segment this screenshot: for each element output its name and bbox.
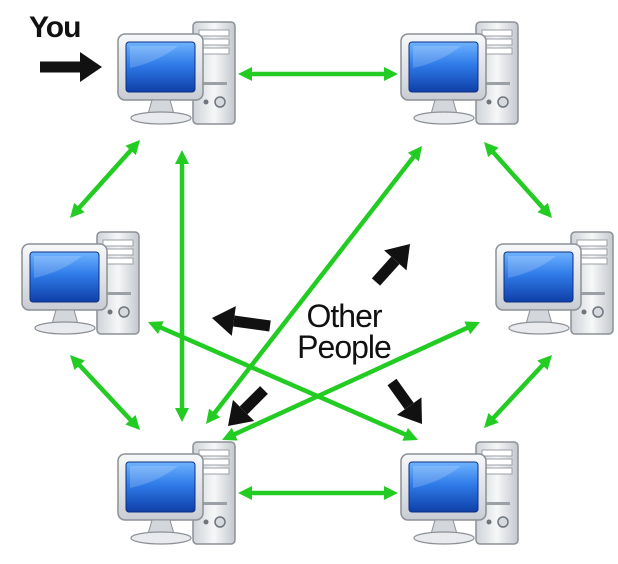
other-people-label-line1: Other xyxy=(306,298,382,334)
link-mid-left-bottom-right xyxy=(148,321,418,441)
pointer-to-you xyxy=(40,52,102,82)
pointer-arrows xyxy=(40,52,422,426)
computer-top-right xyxy=(400,21,519,125)
link-you-bottom-left xyxy=(175,150,189,422)
other-people-label-line2: People xyxy=(297,329,391,365)
link-you-mid-left xyxy=(70,140,140,218)
link-top-right-bottom-left xyxy=(206,146,422,424)
link-top-right-mid-right xyxy=(484,142,552,218)
computer-you xyxy=(117,21,236,125)
connection-links xyxy=(70,67,552,500)
computer-bottom-left xyxy=(117,441,236,545)
link-you-top-right xyxy=(238,67,398,81)
pointer-to-bottom-right xyxy=(387,378,422,424)
computer-mid-right xyxy=(495,231,614,335)
pointer-to-bottom-left xyxy=(228,386,268,426)
pointer-to-top-right xyxy=(371,244,410,286)
pointer-to-mid-left xyxy=(212,306,271,336)
computer-bottom-right xyxy=(400,441,519,545)
link-mid-right-bottom-right xyxy=(484,355,552,428)
link-mid-left-bottom-left xyxy=(70,355,140,430)
computer-mid-left xyxy=(21,231,140,335)
you-label: You xyxy=(29,11,80,44)
link-mid-right-bottom-left xyxy=(222,321,480,441)
link-bottom-left-bottom-right xyxy=(238,486,398,500)
